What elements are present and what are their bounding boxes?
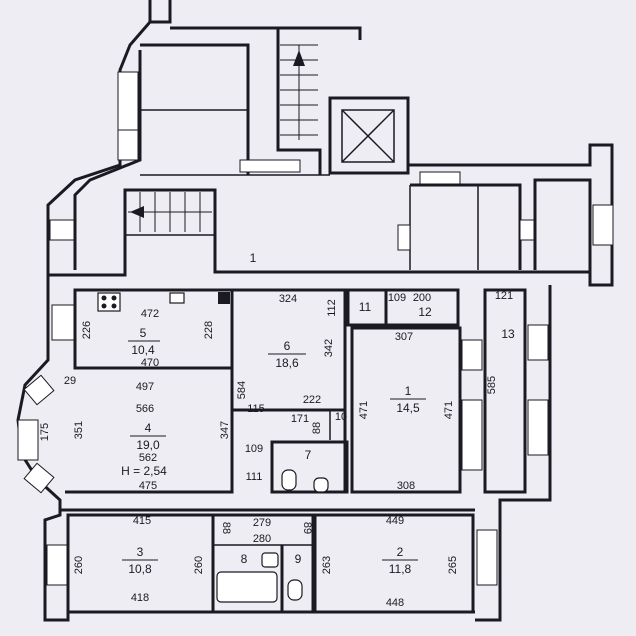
- room-1-area: 14,5: [396, 401, 420, 415]
- room-2-area: 11,8: [389, 562, 412, 576]
- dim-89: 89: [301, 522, 313, 534]
- dim-471a: 471: [358, 401, 370, 419]
- room-8-number: 8: [241, 552, 248, 566]
- dim-121: 121: [495, 290, 513, 302]
- room-6-number: 6: [284, 339, 291, 353]
- dim-470: 470: [141, 357, 159, 369]
- elevator-x-icon: [341, 109, 395, 163]
- dim-415: 415: [133, 515, 151, 527]
- room-walls: [60, 288, 527, 614]
- dim-112: 112: [326, 299, 338, 317]
- room-1-number: 1: [405, 384, 412, 398]
- toilet-icon: [281, 469, 329, 601]
- room-4-height: H = 2,54: [121, 464, 167, 478]
- sink-icon: [169, 292, 185, 304]
- dim-351: 351: [73, 421, 85, 439]
- dim-448: 448: [386, 597, 404, 609]
- dim-449: 449: [386, 515, 404, 527]
- room-6-area: 18,6: [275, 356, 299, 370]
- dim-562: 562: [139, 452, 157, 464]
- dim-324: 324: [279, 293, 297, 305]
- stove-icon: [97, 292, 121, 312]
- dim-475: 475: [139, 480, 157, 492]
- dim-342: 342: [323, 339, 335, 357]
- dim-88a: 88: [311, 422, 323, 434]
- dim-222: 222: [303, 394, 321, 406]
- room-5-number: 5: [140, 326, 147, 340]
- dim-265: 265: [447, 556, 459, 574]
- dim-307: 307: [395, 331, 413, 343]
- dim-29: 29: [64, 375, 76, 387]
- dim-584: 584: [236, 381, 248, 399]
- room-2-number: 2: [397, 545, 404, 559]
- dim-471b: 471: [443, 401, 455, 419]
- room-5-area: 10,4: [131, 343, 155, 357]
- dim-263: 263: [321, 556, 333, 574]
- dim-260a: 260: [73, 556, 85, 574]
- dim-109a: 109: [245, 443, 263, 455]
- dim-585: 585: [486, 376, 498, 394]
- chimney-icon: [218, 292, 230, 304]
- bathtub-icon: [216, 571, 278, 603]
- room-3-number: 3: [137, 545, 144, 559]
- room-12-number: 12: [418, 305, 432, 319]
- washbasin-icon: [261, 552, 279, 568]
- dim-472: 472: [141, 308, 159, 320]
- dim-171: 171: [291, 413, 309, 425]
- room-7-number: 7: [305, 448, 312, 462]
- dim-88b: 88: [220, 522, 232, 534]
- dim-111: 111: [246, 471, 263, 483]
- dim-418: 418: [131, 592, 149, 604]
- dim-497: 497: [136, 381, 154, 393]
- dim-279: 279: [253, 517, 271, 529]
- dim-260b: 260: [193, 556, 205, 574]
- dim-226: 226: [81, 321, 93, 339]
- dim-347: 347: [219, 421, 231, 439]
- dim-280: 280: [253, 533, 271, 545]
- windows: [17, 71, 614, 586]
- dim-308: 308: [397, 480, 415, 492]
- room-9-number: 9: [295, 552, 302, 566]
- room-11-number: 11: [359, 300, 372, 314]
- dim-175: 175: [39, 423, 51, 441]
- dim-566: 566: [136, 403, 154, 415]
- arrow-left-icon: [130, 206, 144, 218]
- dim-109b: 109: [388, 292, 406, 304]
- dim-228: 228: [203, 321, 215, 339]
- room-3-area: 10,8: [128, 562, 152, 576]
- room-13-number: 13: [501, 327, 515, 341]
- arrow-up-icon: [293, 50, 305, 66]
- room-4-number: 4: [145, 421, 152, 435]
- corridor-number: 1: [250, 251, 257, 265]
- labels: 1 472 226 228 5 10,4 470 29 497 566 175 …: [39, 251, 515, 609]
- dim-10: 10: [335, 411, 347, 423]
- dim-115: 115: [247, 403, 265, 415]
- dim-200: 200: [413, 292, 431, 304]
- room-4-area: 19,0: [136, 438, 160, 452]
